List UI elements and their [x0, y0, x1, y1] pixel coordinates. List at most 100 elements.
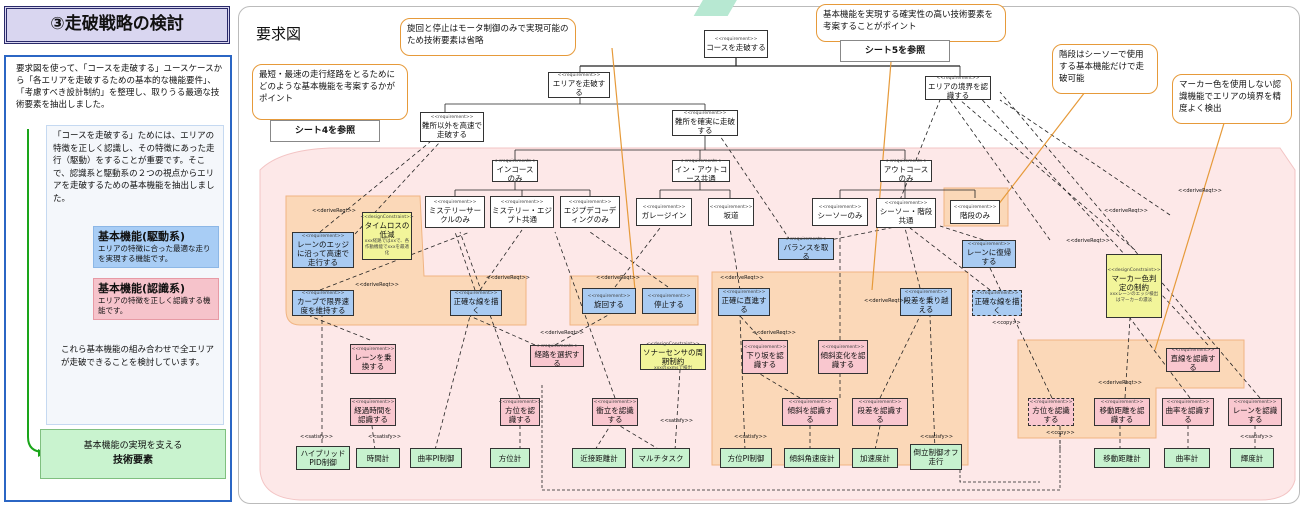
summary-text: これら基本機能の組み合わせで全エリアが走破できることを検討しています。 [61, 345, 215, 368]
drive-function-desc: エリアの特徴に合った最適な走りを実現する機能です。 [98, 244, 211, 263]
rec-lane-ride: <<requirement>>レーンを乗換する [350, 344, 396, 374]
req-area: <<requirement>>エリアを走破する [548, 72, 610, 98]
rec-direction: <<requirement>>方位を認識する [498, 398, 542, 426]
func-stop: <<requirement>>停止する [642, 288, 696, 314]
func-curve: <<requirement>>カーブで限界速度を維持する [292, 290, 354, 316]
label-derive-10: <<deriveReqt>> [1066, 238, 1110, 244]
tech-hybrid-pid: ハイブリッドPID制御 [296, 446, 350, 470]
recog-function-box: 基本機能(認識系) エリアの特徴を正しく認識する機能です。 [93, 278, 219, 320]
callout-marker-color: マーカー色を使用しない認識機能でエリアの境界を精度よく検出 [1172, 74, 1292, 124]
rec-downslope: <<requirement>>下り坂を認識する [742, 340, 788, 374]
rec-elapsed: <<requirement>>経過時間を認識する [350, 398, 396, 426]
label-copy-2: <<copy>> [992, 320, 1021, 326]
label-derive-11: <<deriveReqt>> [1178, 188, 1222, 194]
func-balance: <<requirement>>バランスを取る [778, 237, 834, 261]
recog-function-title: 基本機能(認識系) [98, 282, 186, 295]
req-hard: <<requirement>>難所を確実に走破する [672, 110, 738, 136]
callout-tech-reliability: 基本機能を実現する確実性の高い技術要素を考案することがポイント [816, 4, 1006, 42]
func-turn: <<requirement>>旋回する [582, 288, 636, 314]
label-derive-9: <<deriveReqt>> [1104, 208, 1148, 214]
req-slope: <<requirement>>坂道 [708, 198, 754, 226]
label-derive-3: <<deriveReqt>> [486, 275, 530, 281]
rec-route-select: <<requirement>>経路を選択する [530, 344, 584, 368]
req-inout: <<requirement>>イン・アウトコース共通 [672, 159, 730, 183]
req-border: <<requirement>>エリアの境界を認識する [925, 76, 991, 100]
tech-direction-pi: 方位PI制御 [720, 448, 772, 468]
func-straight: <<requirement>>正確に直進する [718, 288, 770, 316]
rec-tilt-change: <<requirement>>傾斜変化を認識する [818, 340, 868, 374]
req-mystery-egypt: <<requirement>>ミステリー・エジプト共通 [490, 196, 554, 228]
label-derive-5: <<deriveReqt>> [720, 275, 764, 281]
label-derive-8: <<deriveReqt>> [540, 330, 584, 336]
label-satisfy-4: <<satisfy>> [734, 434, 768, 440]
rec-lane: <<requirement>>レーンを認識する [1228, 398, 1282, 426]
recog-function-desc: エリアの特徴を正しく認識する機能です。 [98, 296, 211, 315]
label-derive-2: <<deriveReqt>> [355, 282, 399, 288]
label-derive-12: <<deriveReqt>> [1098, 380, 1142, 386]
rec-straight: <<requirement>>直線を認識する [1166, 348, 1220, 372]
label-satisfy-5: <<satisfy>> [920, 434, 954, 440]
tech-tilt-rate: 傾斜角速度計 [784, 448, 840, 468]
req-egypt: <<requirement>>エジプデコーディングのみ [560, 196, 620, 228]
callout-turn-stop: 旋回と停止はモータ制御のみで実現可能のため技術要素は省略 [400, 18, 576, 56]
tech-proximity: 近接距離計 [572, 448, 626, 468]
ref-sheet5: シート5を参照 [840, 40, 950, 62]
req-stair: <<requirement>>階段のみ [950, 200, 1000, 224]
label-satisfy-6: <<satisfy>> [1240, 434, 1274, 440]
tech-compass: 方位計 [490, 448, 530, 468]
tech-accelerometer: 加速度計 [852, 448, 898, 468]
drive-function-title: 基本機能(駆動系) [98, 230, 186, 243]
func-straight-line: <<requirement>>正確な線を描く [450, 290, 502, 316]
label-copy-1: <<copy>> [1046, 430, 1075, 436]
rec-step: <<requirement>>段差を認識する [852, 398, 908, 426]
label-derive-7: <<deriveReqt>> [752, 330, 796, 336]
label-satisfy-3: <<satisfy>> [660, 418, 694, 424]
rec-direction-copy: <<requirement>>方位を認識する [1028, 398, 1074, 426]
tech-timer: 時間計 [356, 448, 400, 468]
page-title: ③走破戦略の検討 [4, 6, 230, 44]
label-derive-6: <<deriveReqt>> [864, 298, 908, 304]
rec-distance: <<requirement>>移動距離を認識する [1094, 398, 1150, 426]
callout-stairs: 階段はシーソーで使用する基本機能だけで走破可能 [1052, 44, 1158, 94]
rec-curvature: <<requirement>>曲率を認識する [1162, 398, 1214, 426]
label-satisfy-2: <<satisfy>> [368, 434, 402, 440]
tech-multitask: マルチタスク [632, 448, 690, 468]
req-garage: <<requirement>>ガレージイン [636, 198, 692, 226]
tech-curvature-pi: 曲率PI制御 [410, 448, 462, 468]
label-satisfy-1: <<satisfy>> [300, 434, 334, 440]
func-edge-fast: <<requirement>>レーンのエッジに沿って高速で走行する [292, 232, 354, 268]
rec-tilt: <<requirement>>傾斜を認識する [782, 398, 838, 426]
tech-luminance: 輝度計 [1230, 448, 1274, 468]
drive-function-box: 基本機能(駆動系) エリアの特徴に合った最適な走りを実現する機能です。 [93, 226, 219, 268]
tech-distance: 移動距離計 [1094, 448, 1150, 468]
explanation-text: 「コースを走破する」ためには、エリアの特徴を正しく認識し、その特徴にあった走行（… [53, 131, 215, 204]
tech-element-box: 基本機能の実現を支える 技術要素 [40, 429, 226, 479]
intro-text: 要求図を使って、「コースを走破する」ユースケースから「各エリアを走破するための基… [16, 64, 223, 110]
req-in: <<requirement>>インコースのみ [492, 159, 538, 183]
rec-obstacle: <<requirement>>衝立を認識する [592, 398, 638, 426]
tech-line1: 基本機能の実現を支える [83, 441, 183, 451]
func-draw-line-copy: <<requirement>>正確な線を描く [972, 290, 1022, 316]
func-rejoin: <<requirement>>レーンに復帰する [962, 240, 1016, 268]
req-seesaw-stair: <<requirement>>シーソー・階段共通 [876, 198, 936, 228]
req-mystery: <<requirement>>ミステリーサークルのみ [425, 196, 485, 228]
tech-line2: 技術要素 [113, 455, 153, 466]
callout-shortest-route: 最短・最速の走行経路をとるためにどのような基本機能を考案するかがポイント [252, 64, 408, 120]
req-out: <<requirement>>アウトコースのみ [880, 159, 932, 183]
explanation-box: 「コースを走破する」ためには、エリアの特徴を正しく認識し、その特徴にあった走行（… [46, 125, 224, 425]
left-panel: 要求図を使って、「コースを走破する」ユースケースから「各エリアを走破するための基… [4, 55, 232, 502]
req-course: <<requirement>>コースを走破する [704, 30, 768, 58]
ref-sheet4: シート4を参照 [270, 120, 380, 142]
tech-curvature-meter: 曲率計 [1164, 448, 1210, 468]
label-derive-4: <<deriveReqt>> [596, 275, 640, 281]
req-seesaw: <<requirement>>シーソーのみ [812, 198, 868, 226]
diagram-title: 要求図 [256, 25, 302, 43]
func-step-over: <<requirement>>段差を乗り越える [900, 288, 952, 316]
tech-inverted-off: 倒立制御オフ走行 [910, 444, 962, 470]
label-derive-1: <<deriveReqt>> [312, 208, 356, 214]
req-non-hard: <<requirement>>難所以外を高速で走破する [420, 112, 484, 142]
